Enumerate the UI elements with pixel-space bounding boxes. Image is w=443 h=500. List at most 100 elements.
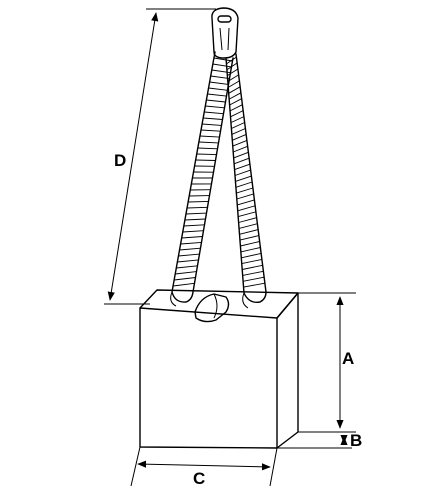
dim-c-arrow: [137, 460, 271, 471]
dimension-c: C: [130, 446, 278, 488]
braid-hatch-line: [197, 147, 218, 150]
braid-hatch-line: [234, 169, 251, 176]
braid-hatch-line: [228, 92, 242, 100]
block-front-face: [139, 307, 278, 449]
braid-hatch-line: [226, 62, 238, 71]
braid-hatch-line: [204, 111, 224, 115]
dim-c-label: C: [193, 469, 205, 488]
braid-hatch-line: [187, 206, 208, 209]
dimension-b: B: [277, 431, 362, 450]
connector-slot: [217, 15, 232, 23]
braid-hatch-line: [178, 253, 200, 257]
braid-hatch-line: [205, 105, 225, 109]
dimension-d: D: [104, 8, 216, 305]
left-tab-foot: [170, 291, 177, 307]
braid-hatch-line: [238, 223, 258, 229]
braid-hatch-line: [180, 241, 202, 245]
braid-hatch-line: [235, 181, 253, 188]
braid-hatch-line: [202, 123, 222, 126]
braid-hatch-line: [236, 193, 254, 200]
center-tab: [194, 293, 230, 323]
braid-hatch-line: [210, 75, 230, 80]
center-tab-curl: [213, 293, 218, 319]
braid-hatch-line: [234, 163, 251, 171]
braid-hatch-line: [183, 224, 205, 227]
braid-hatch-line: [213, 57, 233, 62]
braid-hatch-line: [181, 236, 203, 239]
braid-hatch-line: [242, 264, 263, 270]
braid-hatch-line: [240, 247, 261, 253]
braid-hatch-line: [182, 230, 204, 233]
braid-hatch-line: [208, 87, 228, 91]
braid-hatch-line: [188, 200, 209, 203]
braid-hatch-line: [228, 80, 240, 88]
braid-hatch-line: [177, 259, 199, 263]
block-side-face: [276, 292, 299, 449]
braid-hatch-line: [241, 252, 262, 259]
braid-hatch-line: [229, 98, 242, 106]
braid-hatch-line: [232, 133, 247, 141]
braid-hatch-line: [228, 86, 241, 94]
dim-d-label: D: [114, 151, 126, 170]
braid-hatch-line: [241, 258, 262, 265]
lead-left-braid: [171, 51, 234, 303]
braid-hatch-line: [226, 56, 237, 65]
dim-b-label: B: [350, 431, 362, 450]
braid-hatch-line: [199, 135, 220, 138]
braid-hatch-line: [230, 110, 244, 118]
braid-hatch-line: [238, 217, 257, 223]
left-braid-outline: [171, 51, 234, 303]
dim-c-extension-right: [269, 447, 278, 487]
braid-hatch-line: [242, 270, 264, 276]
braid-hatch-line: [239, 229, 259, 235]
braid-hatch-line: [195, 159, 216, 161]
braid-hatch-line: [227, 74, 239, 82]
dimension-a: A: [298, 292, 356, 433]
braid-hatch-line: [236, 187, 254, 194]
braid-hatch-line: [239, 235, 260, 241]
braid-hatch-line: [233, 157, 250, 165]
braid-hatch-line: [231, 122, 245, 129]
braid-hatch-line: [233, 145, 248, 153]
braid-hatch-line: [227, 68, 239, 76]
braid-hatch-line: [229, 104, 243, 112]
braid-hatch-line: [176, 265, 198, 269]
lead-connector: [211, 7, 239, 59]
braid-hatch-line: [243, 276, 265, 282]
braid-hatch-line: [209, 81, 229, 85]
braid-hatch-line: [212, 63, 232, 68]
braid-hatch-line: [207, 93, 227, 97]
braid-hatch-line: [174, 277, 196, 281]
braid-hatch-line: [173, 282, 195, 287]
braid-hatch-line: [206, 99, 226, 103]
right-braid-hatching: [226, 56, 265, 288]
connector-neck: [219, 27, 230, 51]
dim-d-arrow: [107, 12, 159, 301]
braid-hatch-line: [200, 129, 221, 132]
lead-tabs: [170, 291, 249, 323]
lead-right-braid: [225, 53, 267, 303]
carbon-block: [139, 289, 299, 449]
braid-hatch-line: [179, 247, 201, 251]
braid-hatch-line: [198, 141, 219, 144]
braid-hatch-line: [233, 151, 249, 159]
braid-hatch-line: [243, 282, 265, 288]
braid-hatch-line: [175, 271, 197, 275]
connector-outline: [211, 7, 239, 59]
braid-hatch-line: [237, 205, 256, 212]
dim-c-extension-left: [130, 446, 141, 487]
braid-hatch-line: [185, 212, 207, 215]
braid-hatch-line: [230, 116, 245, 124]
braid-hatch-line: [240, 241, 260, 247]
braid-hatch-line: [235, 175, 252, 182]
right-braid-outline: [225, 53, 267, 303]
braid-hatch-line: [231, 128, 246, 135]
braid-hatch-line: [232, 139, 248, 147]
right-tab-foot: [242, 292, 249, 309]
braid-hatch-line: [238, 211, 257, 218]
braid-hatch-line: [203, 117, 223, 120]
braid-hatch-line: [237, 199, 255, 206]
braid-hatch-line: [184, 218, 206, 221]
braid-hatch-line: [196, 153, 217, 156]
